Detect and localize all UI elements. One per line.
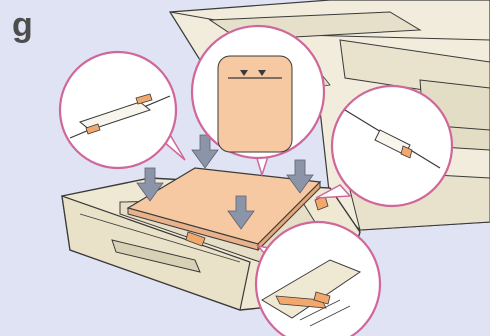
fill-limit-mark bbox=[258, 70, 266, 76]
down-arrow-icon bbox=[136, 167, 164, 202]
down-arrow-icon bbox=[286, 159, 314, 194]
guide-tab-front bbox=[185, 231, 206, 247]
down-arrow-icon bbox=[227, 195, 255, 230]
fill-mark-callout bbox=[190, 24, 326, 178]
right-guide-callout bbox=[315, 84, 454, 208]
bottom-guide-callout bbox=[254, 220, 382, 336]
left-guide-callout bbox=[58, 50, 186, 170]
paper-stack bbox=[126, 167, 322, 252]
fill-limit-mark bbox=[240, 70, 248, 76]
step-letter: g bbox=[12, 6, 33, 44]
